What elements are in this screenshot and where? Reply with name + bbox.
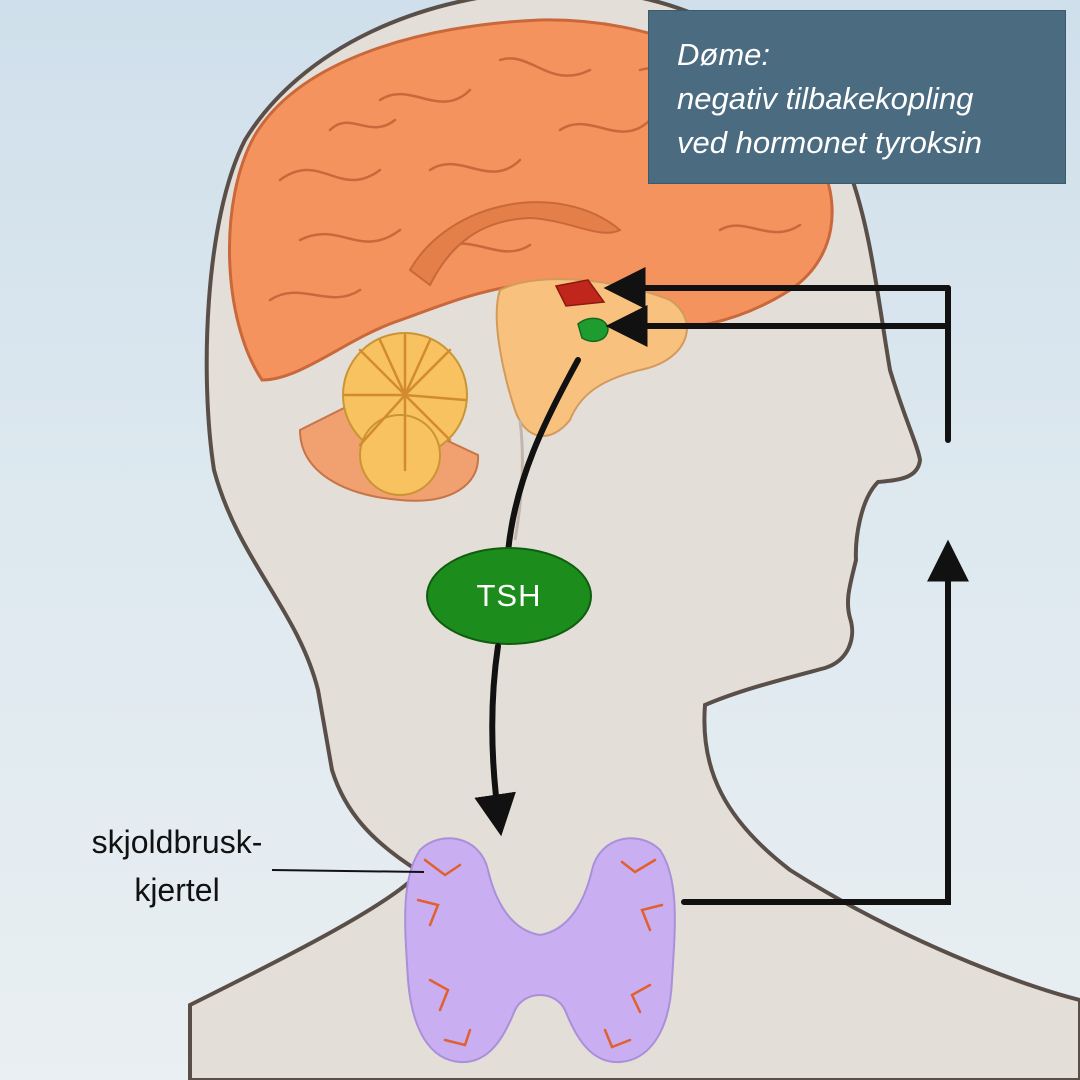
gland-label: skjoldbrusk- kjertel (62, 818, 292, 914)
arrow-thyroid-right (681, 539, 969, 905)
cerebellum (342, 332, 468, 496)
title-line-3: ved hormonet tyroksin (677, 125, 982, 160)
arrow-tsh-to-thyroid (474, 643, 516, 837)
tsh-ellipse (426, 547, 592, 645)
feedback-arrows (603, 267, 969, 905)
gland-label-line-1: skjoldbrusk- (91, 824, 263, 860)
gland-label-line-2: kjertel (134, 872, 220, 908)
corpus-callosum (408, 201, 622, 287)
title-line-1: Døme: (677, 37, 770, 72)
pituitary (577, 317, 609, 343)
arrow-pituitary-to-tsh (505, 357, 581, 555)
title-line-2: negativ tilbakekopling (677, 81, 974, 116)
thyroid-gland-icon (404, 837, 676, 1064)
gland-label-line (271, 869, 425, 873)
tsh-label: TSH (476, 578, 542, 613)
title-box: Døme: negativ tilbakekopling ved hormone… (648, 10, 1066, 184)
